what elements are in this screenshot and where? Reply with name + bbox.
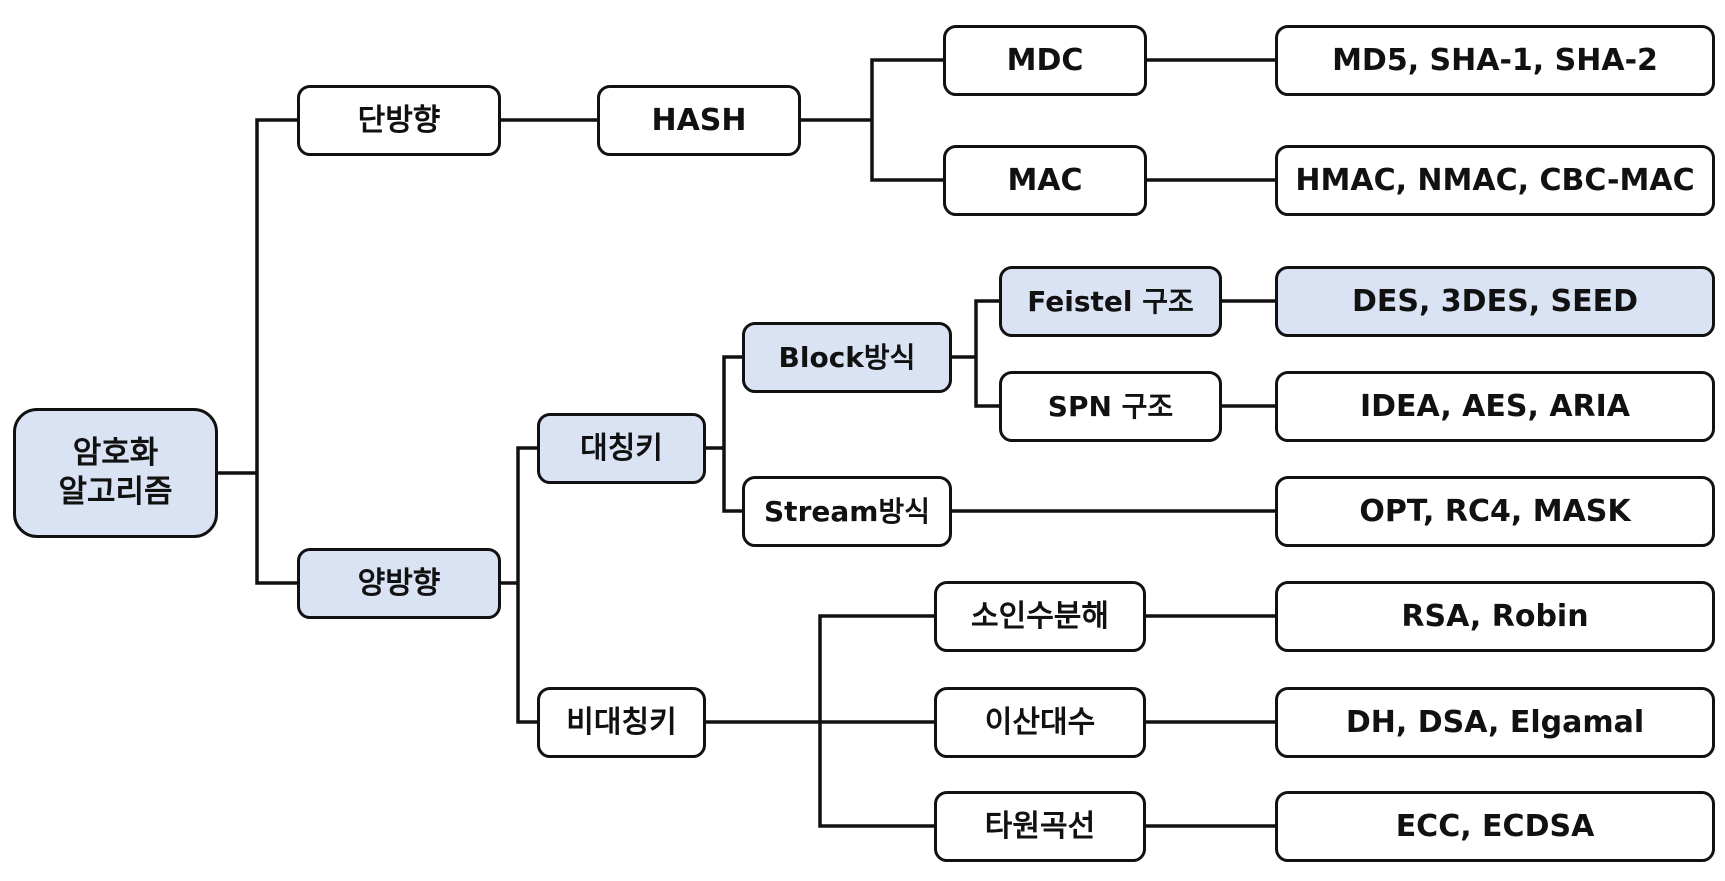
node-label: Feistel 구조 <box>1027 284 1194 318</box>
node-label: 양방향 <box>357 565 441 601</box>
node-hash: HASH <box>597 85 801 156</box>
connector-block <box>950 299 1001 408</box>
node-label: SPN 구조 <box>1047 389 1174 423</box>
node-label: 대칭키 <box>580 430 663 466</box>
node-label: IDEA, AES, ARIA <box>1359 388 1631 424</box>
node-label: MD5, SHA-1, SHA-2 <box>1332 42 1658 78</box>
node-label: 이산대수 <box>984 704 1096 740</box>
node-prime-factorization: 소인수분해 <box>934 581 1146 652</box>
node-spn-examples: IDEA, AES, ARIA <box>1275 371 1715 442</box>
node-discrete-logarithm: 이산대수 <box>934 687 1146 758</box>
node-elliptic-examples: ECC, ECDSA <box>1275 791 1715 862</box>
node-factorization-examples: RSA, Robin <box>1275 581 1715 652</box>
connector-twoway <box>499 446 539 724</box>
node-label: HASH <box>651 102 747 138</box>
node-label: Stream방식 <box>764 494 930 528</box>
node-label: Block방식 <box>778 340 916 374</box>
node-asymmetric-key: 비대칭키 <box>537 687 706 758</box>
node-one-way: 단방향 <box>297 85 501 156</box>
node-discrete-log-examples: DH, DSA, Elgamal <box>1275 687 1715 758</box>
node-spn-structure: SPN 구조 <box>999 371 1222 442</box>
node-label: RSA, Robin <box>1401 598 1589 634</box>
node-mdc: MDC <box>943 25 1147 96</box>
node-feistel-examples: DES, 3DES, SEED <box>1275 266 1715 337</box>
node-mac-examples: HMAC, NMAC, CBC-MAC <box>1275 145 1715 216</box>
node-label: 타원곡선 <box>984 808 1096 844</box>
connector-root <box>216 118 299 585</box>
node-two-way: 양방향 <box>297 548 501 619</box>
node-feistel-structure: Feistel 구조 <box>999 266 1222 337</box>
connector-asymmetric <box>704 614 936 828</box>
node-block-cipher: Block방식 <box>742 322 952 393</box>
node-stream-cipher: Stream방식 <box>742 476 952 547</box>
node-stream-examples: OPT, RC4, MASK <box>1275 476 1715 547</box>
node-label: HMAC, NMAC, CBC-MAC <box>1295 162 1695 198</box>
node-label: MAC <box>1007 162 1083 198</box>
node-label: 소인수분해 <box>971 598 1109 634</box>
node-label: OPT, RC4, MASK <box>1359 493 1631 529</box>
node-label: DH, DSA, Elgamal <box>1345 704 1645 740</box>
connector-hash <box>799 58 945 182</box>
node-label: ECC, ECDSA <box>1395 808 1595 844</box>
connector-symmetric <box>704 355 744 513</box>
node-elliptic-curve: 타원곡선 <box>934 791 1146 862</box>
node-label: MDC <box>1006 42 1084 78</box>
node-mac: MAC <box>943 145 1147 216</box>
node-label: DES, 3DES, SEED <box>1351 283 1639 319</box>
node-mdc-examples: MD5, SHA-1, SHA-2 <box>1275 25 1715 96</box>
node-symmetric-key: 대칭키 <box>537 413 706 484</box>
node-label: 비대칭키 <box>566 704 677 740</box>
node-label: 단방향 <box>357 102 441 138</box>
